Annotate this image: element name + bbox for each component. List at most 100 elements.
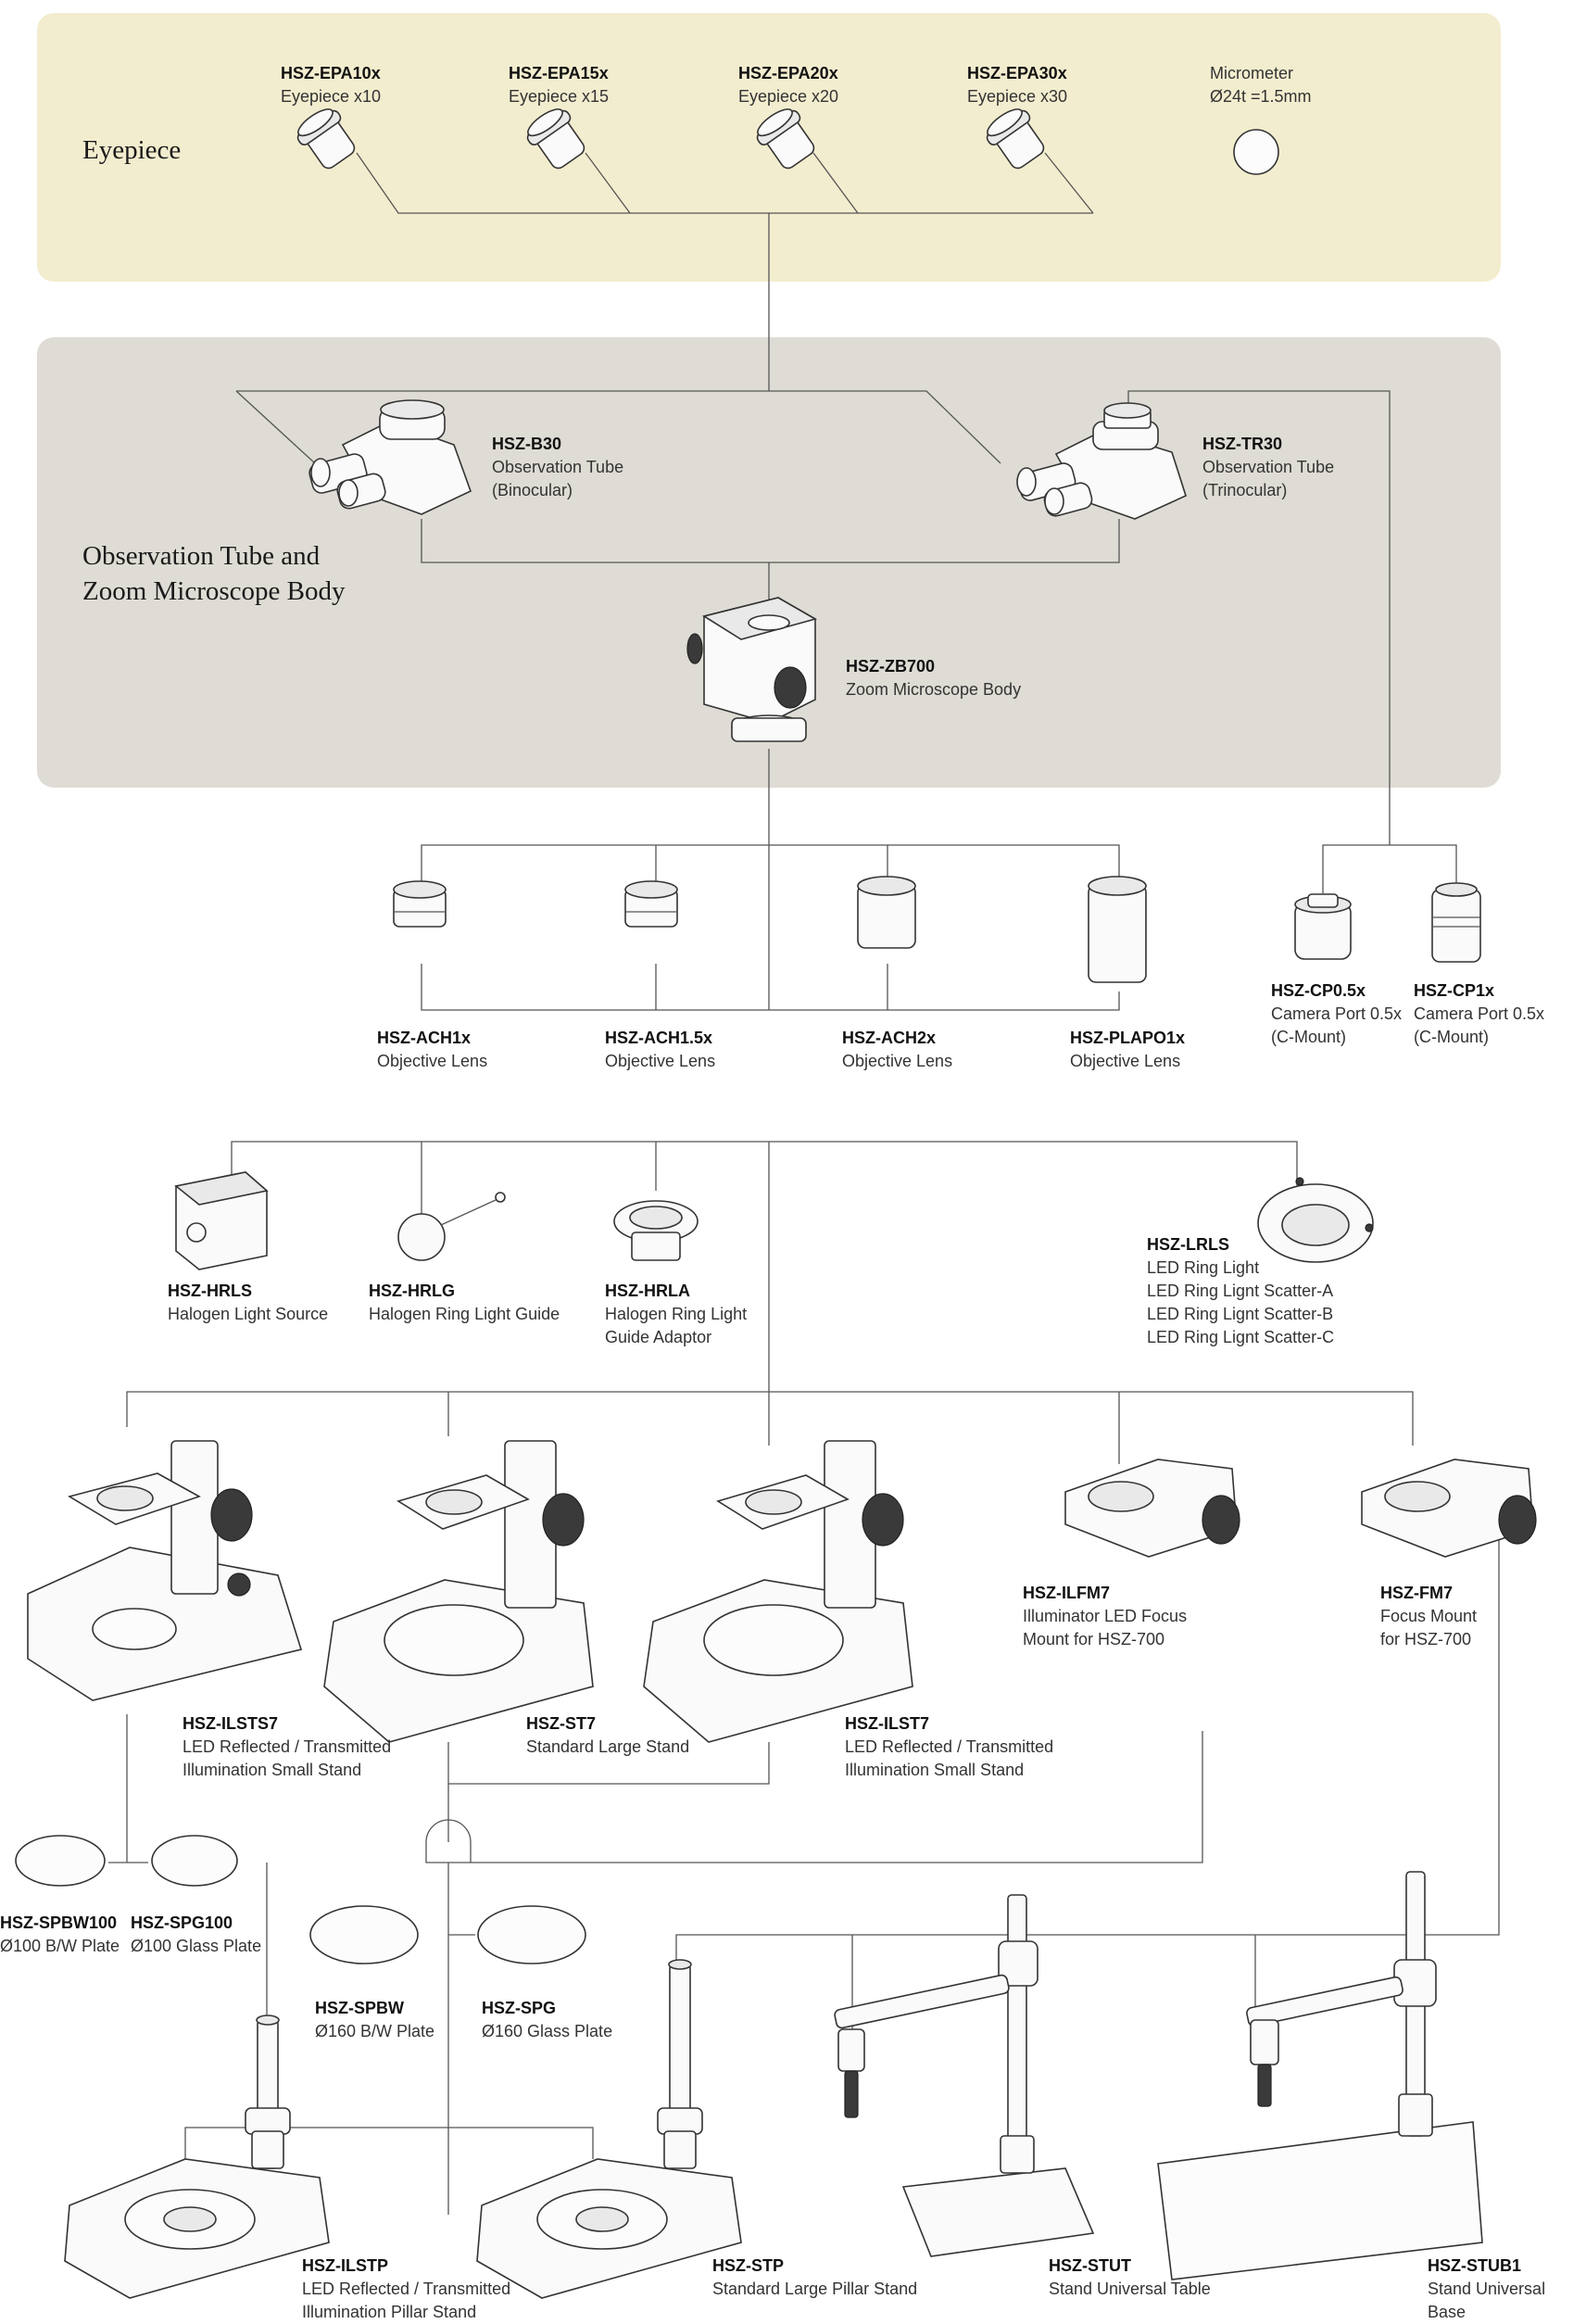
desc: Focus Mount for HSZ-700 [1380,1607,1478,1648]
code: HSZ-ACH2x [842,1029,937,1047]
desc: Stand Universal Base [1428,2280,1546,2321]
eyepiece-x15-icon [526,108,585,170]
code: HSZ-ILSTS7 [183,1714,279,1733]
code: HSZ-ZB700 [846,657,936,676]
code: HSZ-CP1x [1414,981,1495,1000]
desc: Camera Port 0.5x (C-Mount) [1414,1004,1545,1046]
code: HSZ-LRLS [1147,1235,1229,1254]
label-ilstp: HSZ-ILSTP LED Reflected / Transmitted Ill… [302,2255,510,2324]
desc: Objective Lens [605,1052,716,1070]
label-stp: HSZ-STP Standard Large Pillar Stand [712,2255,917,2301]
code: HSZ-FM7 [1380,1584,1453,1602]
connector-lines [108,152,1500,2215]
desc: Halogen Light Source [168,1305,329,1323]
desc: Halogen Ring Light Guide [369,1305,560,1323]
code: HSZ-EPA30x [967,64,1067,82]
desc: Eyepiece x30 [967,87,1068,106]
desc: LED Reflected / Transmitted Illumination… [183,1737,392,1779]
desc: Observation Tube (Binocular) [492,458,624,499]
desc: Standard Large Pillar Stand [712,2280,918,2298]
code: HSZ-PLAPO1x [1070,1029,1186,1047]
tube-section-title: Observation Tube and Zoom Microscope Bod… [82,541,346,606]
illumination-pillar-stand-icon [64,2015,330,2299]
desc: Objective Lens [377,1052,488,1070]
code: HSZ-SPBW100 [0,1914,118,1932]
illumination-stand-icon [643,1440,913,1743]
label-spbw: HSZ-SPBW Ø160 B/W Plate [315,1997,434,2043]
desc: LED Ring Light LED Ring Lignt Scatter-A … [1147,1258,1335,1346]
code: HSZ-ACH1.5x [605,1029,713,1047]
desc: Ø160 Glass Plate [482,2022,613,2040]
desc: Ø100 B/W Plate [0,1937,120,1955]
standard-pillar-stand-icon [476,1959,742,2299]
focus-mount-icon [1361,1459,1537,1558]
label-hrls: HSZ-HRLS Halogen Light Source [168,1280,328,1326]
halogen-ring-light-guide-icon [397,1192,506,1261]
led-ring-light-icon [1257,1177,1374,1263]
standard-large-stand-icon [323,1440,594,1743]
eyepiece-x20-icon [756,108,815,170]
code: HSZ-STP [712,2256,785,2275]
glass-plate-160-icon [477,1905,586,1964]
desc: Standard Large Stand [526,1737,690,1756]
label-lrls: HSZ-LRLS LED Ring Light LED Ring Lignt Sc… [1147,1233,1334,1349]
code: HSZ-SPG [482,1999,557,2017]
label-spg: HSZ-SPG Ø160 Glass Plate [482,1997,612,2043]
desc: Ø100 Glass Plate [131,1937,262,1955]
zoom-body-icon [686,597,818,742]
desc: Halogen Ring Light Guide Adaptor [605,1305,748,1346]
code: HSZ-EPA10x [281,64,381,82]
objective-plapo-icon [1088,876,1147,983]
code: HSZ-SPBW [315,1999,404,2017]
code: HSZ-TR30 [1202,435,1283,453]
halogen-light-source-icon [174,1171,269,1270]
code: HSZ-EPA20x [738,64,838,82]
code: HSZ-HRLS [168,1282,252,1300]
code: HSZ-STUT [1049,2256,1131,2275]
trinocular-tube-icon [1016,402,1187,520]
eyepiece-section-title: Eyepiece [82,135,182,165]
universal-table-stand-icon [834,1894,1095,2257]
code: HSZ-CP0.5x [1271,981,1366,1000]
desc: Ø160 B/W Plate [315,2022,435,2040]
desc: Stand Universal Table [1049,2280,1211,2298]
desc: Observation Tube (Trinocular) [1202,458,1335,499]
code: HSZ-EPA15x [509,64,609,82]
code: HSZ-ST7 [526,1714,597,1733]
eyepiece-x10-icon [296,108,356,170]
objective-1x-icon [393,880,447,928]
desc: Objective Lens [842,1052,953,1070]
illuminator-focus-mount-icon [1064,1459,1240,1558]
desc: Objective Lens [1070,1052,1181,1070]
code: HSZ-SPG100 [131,1914,233,1932]
desc: Ø24t =1.5mm [1210,87,1312,106]
bw-plate-160-icon [309,1905,419,1964]
desc: LED Reflected / Transmitted Illumination… [302,2280,511,2321]
desc: Eyepiece x15 [509,87,610,106]
halogen-ring-adaptor-icon [613,1200,699,1261]
code: HSZ-ILSTP [302,2256,388,2275]
objective-2x-icon [857,876,916,949]
desc: Eyepiece x10 [281,87,382,106]
eyepiece-x30-icon [986,108,1045,170]
